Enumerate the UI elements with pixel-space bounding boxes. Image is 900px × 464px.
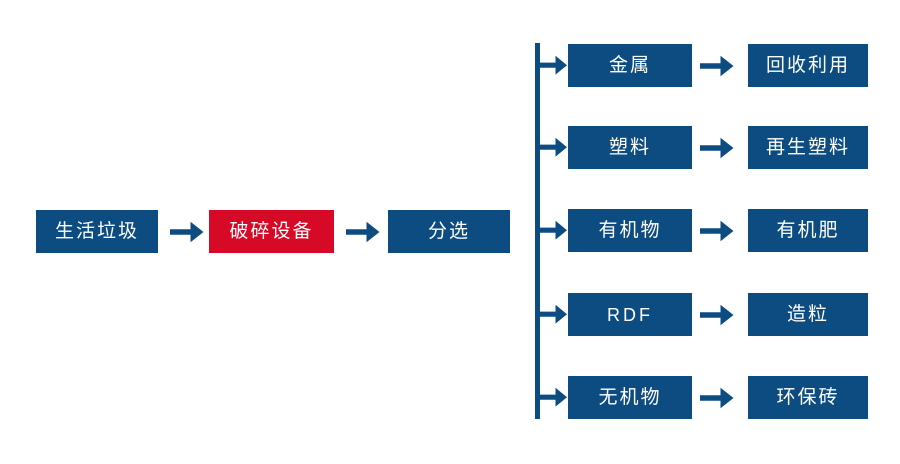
node-product-organic-fertilizer[interactable]: 有机肥	[748, 209, 868, 252]
node-fraction-organic[interactable]: 有机物	[568, 209, 692, 252]
branch-arrow-right-icon	[538, 134, 568, 162]
node-crushing-equipment[interactable]: 破碎设备	[209, 210, 334, 253]
node-fraction-metal[interactable]: 金属	[568, 44, 692, 87]
branch-arrow-right-icon	[538, 52, 568, 80]
branch-arrow-right-icon	[538, 384, 568, 412]
vertical-trunk-line	[535, 43, 540, 419]
node-product-eco-brick[interactable]: 环保砖	[748, 376, 868, 419]
branch-arrow-right-icon	[538, 301, 568, 329]
arrow-right-icon	[170, 217, 204, 247]
node-product-recycled-plastic[interactable]: 再生塑料	[748, 126, 868, 169]
node-product-recycling[interactable]: 回收利用	[748, 44, 868, 87]
arrow-right-icon	[700, 216, 734, 246]
arrow-right-icon	[700, 300, 734, 330]
branch-arrow-right-icon	[538, 217, 568, 245]
arrow-right-icon	[700, 383, 734, 413]
arrow-right-icon	[346, 217, 380, 247]
node-product-pelletizing[interactable]: 造粒	[748, 293, 868, 336]
node-sorting[interactable]: 分选	[388, 210, 510, 253]
arrow-right-icon	[700, 51, 734, 81]
node-household-waste[interactable]: 生活垃圾	[36, 210, 158, 253]
node-fraction-inorganic[interactable]: 无机物	[568, 376, 692, 419]
node-fraction-rdf[interactable]: RDF	[568, 293, 692, 336]
node-fraction-plastic[interactable]: 塑料	[568, 126, 692, 169]
arrow-right-icon	[700, 133, 734, 163]
